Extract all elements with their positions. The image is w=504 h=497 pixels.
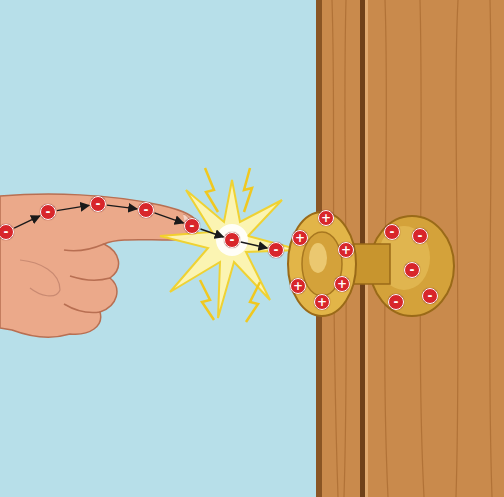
charge-circle: + — [314, 294, 330, 310]
charge-circle: + — [290, 278, 306, 294]
charge-circle: - — [384, 224, 400, 240]
charge-circle: - — [268, 242, 284, 258]
charge-circle: - — [224, 232, 240, 248]
charge-sign: - — [230, 234, 235, 246]
electron-flow-arrow — [200, 229, 223, 237]
charge-sign: + — [341, 244, 351, 256]
charge-circle: + — [292, 230, 308, 246]
charge-sign: + — [317, 296, 327, 308]
electron-flow-arrow — [107, 205, 137, 209]
charge-circle: + — [318, 210, 334, 226]
charge-circle: - — [388, 294, 404, 310]
hand — [0, 194, 198, 337]
charge-circle: - — [422, 288, 438, 304]
charge-sign: + — [337, 278, 347, 290]
charge-circle: - — [40, 204, 56, 220]
charge-sign: - — [190, 220, 195, 232]
charge-sign: + — [293, 280, 303, 292]
charge-circle: - — [138, 202, 154, 218]
spark — [160, 168, 300, 322]
electron-flow-arrow — [155, 213, 184, 223]
charge-sign: - — [274, 244, 279, 256]
charge-circle: - — [412, 228, 428, 244]
charge-sign: - — [96, 198, 101, 210]
electron-flow-arrow — [57, 205, 89, 210]
electron-flow-arrow — [241, 242, 267, 248]
wood-grain — [332, 0, 492, 497]
door — [316, 0, 504, 497]
charge-circle: - — [404, 262, 420, 278]
charge-sign: - — [4, 226, 9, 238]
charge-sign: - — [418, 230, 423, 242]
charge-sign: - — [428, 290, 433, 302]
charge-sign: - — [46, 206, 51, 218]
charge-sign: - — [410, 264, 415, 276]
charge-circle: + — [334, 276, 350, 292]
electron-flow-arrow — [14, 216, 40, 228]
doorknob — [288, 212, 454, 316]
charge-sign: - — [390, 226, 395, 238]
charge-circle: - — [184, 218, 200, 234]
charge-sign: - — [144, 204, 149, 216]
charge-sign: - — [394, 296, 399, 308]
charge-sign: + — [295, 232, 305, 244]
charge-sign: + — [321, 212, 331, 224]
charge-circle: - — [90, 196, 106, 212]
charge-circle: + — [338, 242, 354, 258]
